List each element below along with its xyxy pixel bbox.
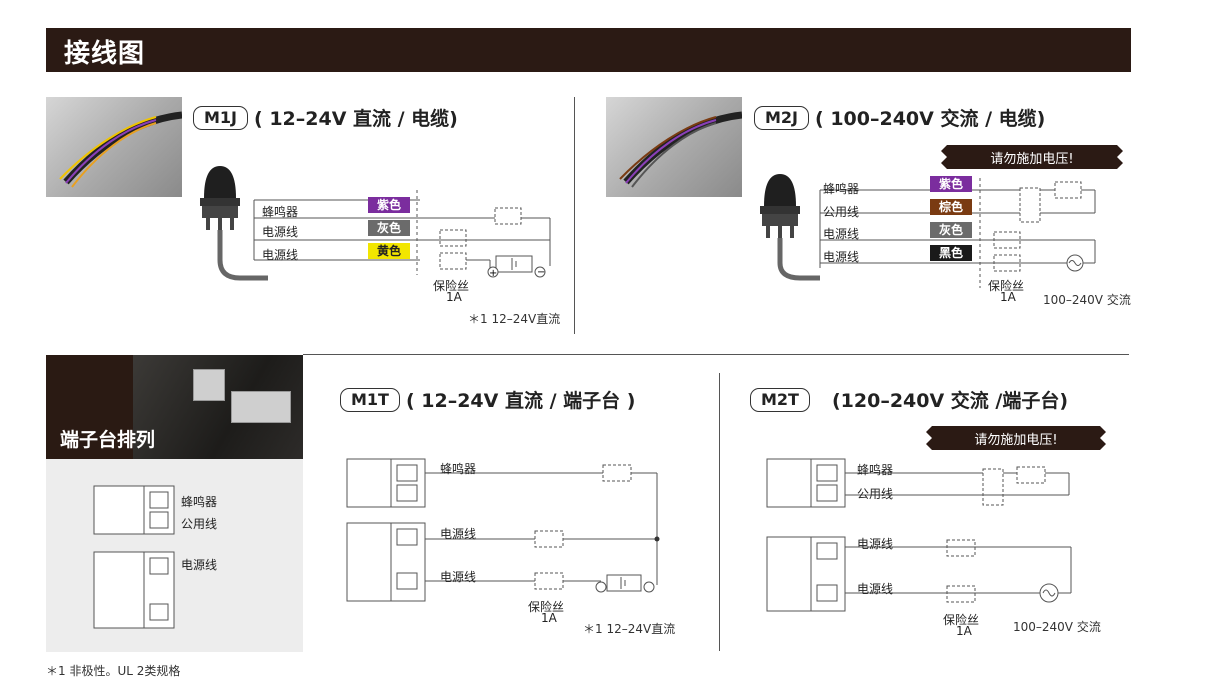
title-bar: 接线图: [46, 28, 1131, 72]
m2j-color-badge-gray: 灰色: [930, 222, 972, 238]
cable-wires-illustration: [59, 111, 183, 188]
m2t-model-desc: (120–240V 交流 /端子台): [831, 390, 1069, 412]
terminal-label-power: 电源线: [181, 558, 218, 572]
m2j-wire-label-3: 电源线: [823, 227, 860, 241]
m2t-heading: M2T (120–240V 交流 /端子台): [750, 386, 1068, 413]
m1t-model-desc: ( 12–24V 直流 / 端子台 ): [405, 390, 636, 412]
terminal-panel-title: 端子台排列: [60, 429, 156, 451]
m2j-cable-photo: [606, 97, 743, 197]
m1j-model-tag: M1J: [193, 105, 249, 130]
m1j-wire-label-3: 电源线: [262, 248, 299, 262]
m1j-note: ＊1 12–24V直流: [468, 312, 561, 326]
m2j-color-badge-brown: 棕色: [930, 199, 972, 215]
m1t-fuse-rating: 1A: [541, 611, 557, 625]
m1j-model-desc: ( 12–24V 直流 / 电缆): [254, 108, 458, 130]
m2t-model-tag: M2T: [750, 387, 810, 412]
terminal-panel-header: 端子台排列: [46, 355, 303, 459]
terminal-panel-body: 蜂鸣器 公用线 电源线: [46, 459, 303, 652]
m1t-wiring-diagram: [346, 458, 660, 602]
m2j-color-badge-purple: 紫色: [930, 176, 972, 192]
m2j-warning-banner: [941, 145, 1123, 169]
m2j-fuse-label: 保险丝: [988, 279, 1025, 293]
middle-divider: [303, 354, 1129, 355]
m2t-label-power-1: 电源线: [857, 537, 894, 551]
signal-lamp-icon: [760, 174, 820, 281]
m2j-wiring-diagram: [760, 174, 1096, 288]
terminal-label-common: 公用线: [181, 517, 218, 531]
m2j-color-badge-black: 黑色: [930, 245, 972, 261]
m2j-supply-label: 100–240V 交流: [1043, 293, 1131, 307]
m2t-fuse-rating: 1A: [956, 624, 972, 638]
signal-lamp-icon: [200, 166, 268, 281]
m1t-label-buzzer: 蜂鸣器: [440, 462, 477, 476]
m2j-fuse-rating: 1A: [1000, 290, 1016, 304]
m2j-warning-text: 请勿施加电压!: [990, 152, 1074, 167]
m1t-heading: M1T ( 12–24V 直流 / 端子台 ): [340, 386, 635, 413]
m2j-model-desc: ( 100–240V 交流 / 电缆): [815, 108, 1046, 130]
m2t-wiring-diagram: [766, 458, 1072, 612]
terminal-block-diagram: [93, 485, 175, 629]
m2t-label-power-2: 电源线: [857, 582, 894, 596]
m2t-label-buzzer: 蜂鸣器: [857, 463, 894, 477]
m1j-heading: M1J ( 12–24V 直流 / 电缆): [193, 104, 458, 131]
m2t-warning-banner: [926, 426, 1106, 450]
m2j-heading: M2J ( 100–240V 交流 / 电缆): [754, 104, 1045, 131]
m1j-fuse-label: 保险丝: [433, 279, 470, 293]
m2t-supply-label: 100–240V 交流: [1013, 620, 1101, 634]
svg-text:+: +: [489, 268, 497, 279]
m1j-wire-label-2: 电源线: [262, 225, 299, 239]
bottom-divider: [719, 373, 720, 651]
m2j-wire-label-4: 电源线: [823, 250, 860, 264]
terminal-label-buzzer: 蜂鸣器: [181, 495, 218, 509]
m2j-wire-label-2: 公用线: [823, 205, 860, 219]
m1j-fuse-rating: 1A: [446, 290, 462, 304]
m2t-fuse-label: 保险丝: [943, 613, 980, 627]
m1j-wiring-diagram: + −: [200, 166, 551, 281]
m1t-note: ＊1 12–24V直流: [583, 622, 676, 636]
cable-wires-illustration: [619, 111, 743, 188]
m2j-wire-label-1: 蜂鸣器: [823, 182, 860, 196]
m1t-fuse-label: 保险丝: [528, 600, 565, 614]
footnote: ＊1 非极性。UL 2类规格: [46, 664, 181, 678]
m1j-cable-photo: [46, 97, 183, 197]
m1j-color-badge-purple: 紫色: [368, 197, 410, 213]
m2j-model-tag: M2J: [754, 105, 810, 130]
m2t-warning-text: 请勿施加电压!: [974, 433, 1058, 448]
m1t-label-power-1: 电源线: [440, 527, 477, 541]
m1j-color-badge-gray: 灰色: [368, 220, 410, 236]
svg-text:−: −: [537, 267, 545, 278]
m1j-wire-label-1: 蜂鸣器: [262, 205, 299, 219]
page-title: 接线图: [64, 39, 146, 69]
m2t-label-common: 公用线: [857, 487, 894, 501]
m1t-label-power-2: 电源线: [440, 570, 477, 584]
terminal-block-photo: [133, 355, 303, 459]
top-divider: [574, 97, 575, 334]
m1j-color-badge-yellow: 黄色: [368, 243, 410, 259]
m1t-model-tag: M1T: [340, 387, 400, 412]
